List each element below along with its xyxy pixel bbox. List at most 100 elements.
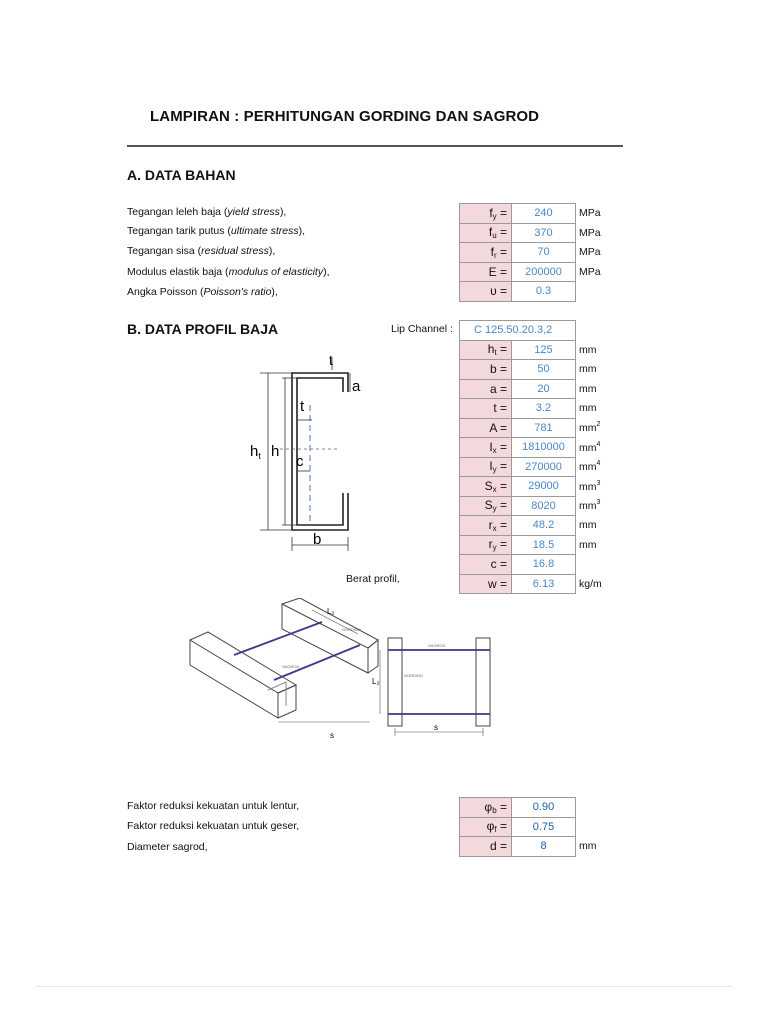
sagrod-lines [233,621,361,681]
unit-cell: MPa [579,226,601,239]
weight-label: Berat profil, [346,573,400,585]
title-divider [127,145,623,147]
value-cell[interactable]: 125 [511,339,576,360]
table-row: c = 16.8 [459,554,616,575]
table-row: fr = 70 MPa [459,242,616,263]
symbol-cell: φb = [459,797,512,818]
table-row: Sx = 29000 mm3 [459,476,616,497]
plan-l2-label: L₂ [372,677,380,686]
value-cell[interactable]: 370 [511,222,576,243]
value-cell[interactable]: 50 [511,359,576,380]
material-desc-3: Tegangan sisa (residual stress), [127,245,276,257]
value-cell[interactable]: 48.2 [511,515,576,536]
symbol-cell: υ = [459,281,512,302]
table-row: Sy = 8020 mm3 [459,495,616,516]
width-b-label: b [313,531,321,548]
value-cell[interactable]: 16.8 [511,554,576,575]
value-cell[interactable]: 270000 [511,456,576,477]
thickness-web-label: t [300,398,305,415]
plan-s-label: s [434,723,438,732]
table-row: b = 50 mm [459,359,616,380]
table-row: rx = 48.2 mm [459,515,616,536]
table-row: t = 3.2 mm [459,398,616,419]
value-cell[interactable]: 781 [511,417,576,438]
plan-dimension-lines [379,650,484,736]
lip-channel-diagram: t a t ht h c b [250,352,361,551]
table-row: φf = 0.75 [459,816,616,837]
table-row: ht = 125 mm [459,339,616,360]
factor-desc-3: Diameter sagrod, [127,841,208,853]
value-cell[interactable]: 0.3 [511,281,576,302]
symbol-cell: ht = [459,339,512,360]
material-desc-5: Angka Poisson (Poisson's ratio), [127,286,278,298]
material-desc-1: Tegangan leleh baja (yield stress), [127,206,287,218]
plan-purlins [387,637,491,727]
symbol-cell: fu = [459,222,512,243]
iso-l2-label: L₂ [327,607,335,616]
material-desc-4: Modulus elastik baja (modulus of elastic… [127,266,330,278]
section-a-heading: A. DATA BAHAN [127,167,236,183]
table-row: fu = 370 MPa [459,222,616,243]
symbol-cell: fy = [459,203,512,224]
value-cell[interactable]: 29000 [511,476,576,497]
purlin-right [281,598,379,674]
height-label: h [271,443,279,460]
value-cell[interactable]: 240 [511,203,576,224]
symbol-cell: d = [459,836,512,857]
symbol-cell: E = [459,261,512,282]
lip-channel-value[interactable]: C 125.50.20.3,2 [459,320,576,341]
unit-cell: mm [579,840,597,853]
unit-cell: mm2 [579,421,601,435]
centroid-c-label: c [296,453,304,470]
table-row: ry = 18.5 mm [459,534,616,555]
symbol-cell: Iy = [459,456,512,477]
lip-a-label: a [352,378,361,395]
table-row: Ix = 1810000 mm4 [459,437,616,458]
value-cell[interactable]: 1810000 [511,437,576,458]
section-b-heading: B. DATA PROFIL BAJA [127,321,279,337]
value-cell[interactable]: 70 [511,242,576,263]
height-total-label: ht [250,443,261,461]
value-cell[interactable]: 0.90 [511,797,576,818]
footer-divider [36,986,732,987]
table-row: E = 200000 MPa [459,261,616,282]
material-table: fy = 240 MPa fu = 370 MPa fr = 70 MPa E … [459,203,616,302]
value-cell[interactable]: 20 [511,378,576,399]
value-cell[interactable]: 8 [511,836,576,857]
profile-table: C 125.50.20.3,2 ht = 125 mm b = 50 mm a … [459,320,616,594]
factor-desc-1: Faktor reduksi kekuatan untuk lentur, [127,800,300,812]
unit-cell: mm [579,343,597,356]
value-cell[interactable]: 6.13 [511,573,576,594]
symbol-cell: w = [459,573,512,594]
thickness-top-label: t [329,352,333,368]
symbol-cell: Sy = [459,495,512,516]
unit-cell: mm [579,382,597,395]
plan-gording-label: GORDING [404,673,423,678]
value-cell[interactable]: 3.2 [511,398,576,419]
factor-table: φb = 0.90 φf = 0.75 d = 8 mm [459,797,616,857]
table-row: a = 20 mm [459,378,616,399]
symbol-cell: b = [459,359,512,380]
unit-cell: mm [579,519,597,532]
plan-sagrods [388,649,490,715]
unit-cell: MPa [579,207,601,220]
symbol-cell: Ix = [459,437,512,458]
iso-gording-label: GORDING [342,627,361,632]
table-row: w = 6.13 kg/m [459,573,616,594]
unit-cell: mm4 [579,460,601,474]
page-title: LAMPIRAN : PERHITUNGAN GORDING DAN SAGRO… [150,108,540,125]
table-row: d = 8 mm [459,836,616,857]
channel-section-outline [291,372,349,531]
unit-cell: mm3 [579,499,601,513]
value-cell[interactable]: 0.75 [511,816,576,837]
value-cell[interactable]: 18.5 [511,534,576,555]
iso-dimension-lines [278,609,370,723]
table-row: A = 781 mm2 [459,417,616,438]
symbol-cell: Sx = [459,476,512,497]
value-cell[interactable]: 200000 [511,261,576,282]
unit-cell: kg/m [579,577,602,590]
purlin-left [189,631,298,719]
purlin-isometric-diagram: L₂ s SAGROD GORDING [189,598,379,740]
unit-cell: mm [579,538,597,551]
value-cell[interactable]: 8020 [511,495,576,516]
